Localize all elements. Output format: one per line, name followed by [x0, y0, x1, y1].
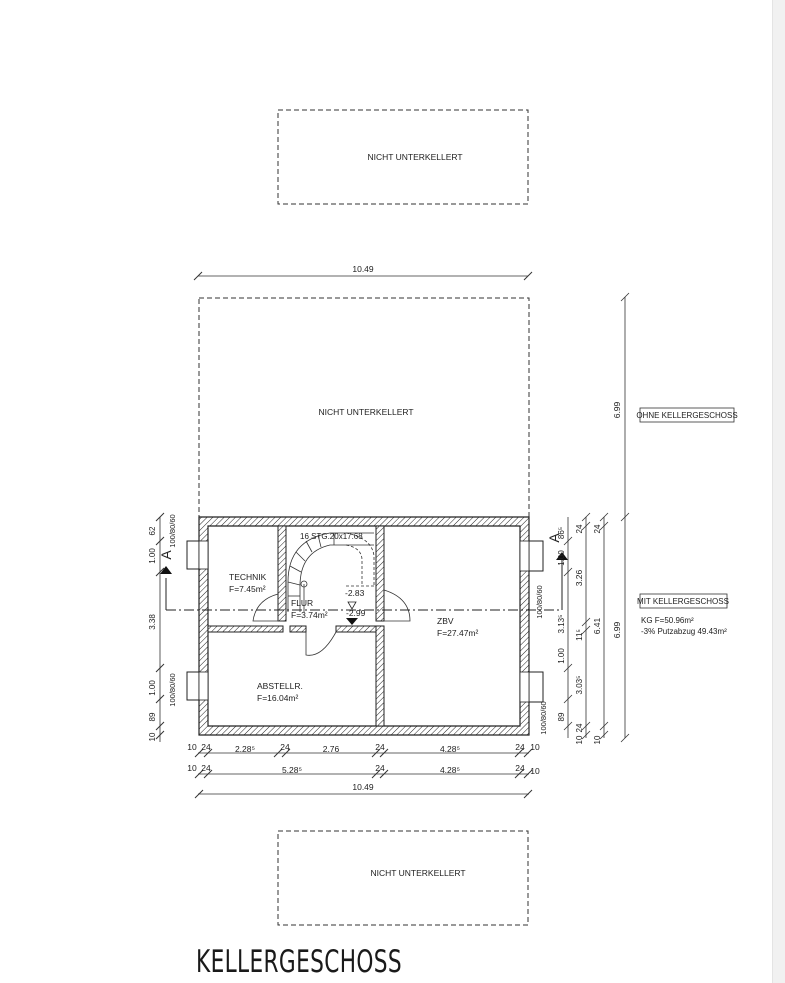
- dim-left-1: 1.00: [148, 548, 157, 564]
- dim-row2-3: 24: [375, 763, 385, 773]
- bottom-total-dimension: 10.49: [194, 782, 533, 799]
- right-dimension-chains: [563, 292, 630, 743]
- room-zbv-name: ZBV: [437, 616, 454, 626]
- dim-row1-2: 2.28⁵: [235, 744, 255, 754]
- not-basement-top-label: NICHT UNTERKELLERT: [367, 152, 462, 162]
- dim-right-window-5: 1.00: [557, 648, 566, 664]
- dim-right-total-upper: 6.99: [612, 401, 622, 418]
- room-zbv-area: F=27.47m²: [437, 628, 479, 638]
- dim-right-total-lower: 6.99: [612, 621, 622, 638]
- bottom-dimension-row-1: 10 24 2.28⁵ 24 2.76 24 4.28⁵ 24 10: [187, 742, 540, 758]
- dim-right-window-7: 89: [557, 712, 566, 721]
- dim-right-window-11: 10: [593, 735, 602, 744]
- doors: [252, 589, 411, 656]
- dim-right-window-8: 24: [575, 723, 584, 732]
- legend-ohne-label: OHNE KELLERGESCHOSS: [636, 411, 737, 420]
- dim-row2-6: 10: [530, 766, 540, 776]
- dim-row1-3: 24: [280, 742, 290, 752]
- room-flur-area: F=3.74m²: [291, 610, 328, 620]
- not-basement-bottom: NICHT UNTERKELLERT: [277, 830, 529, 926]
- legend-ohne-kellergeschoss: OHNE KELLERGESCHOSS: [636, 407, 738, 423]
- vertical-scrollbar[interactable]: [772, 0, 785, 983]
- dim-row1-7: 24: [515, 742, 525, 752]
- dim-right-window-3: 3.13⁵: [557, 615, 566, 634]
- level-marker-open-icon: [347, 601, 357, 610]
- dim-right-window-1: 1.00: [557, 550, 566, 566]
- legend-mit-label: MIT KELLERGESCHOSS: [637, 597, 729, 606]
- left-dimension-chain: 62 1.00 100/80/60 3.38 1.00 100/80/60 89…: [148, 512, 177, 742]
- dim-right-window-6: 3.03⁵: [575, 676, 584, 695]
- dim-right-inner-2: 24: [575, 524, 584, 533]
- dim-right-window-9: 10: [575, 735, 584, 744]
- dim-right-inner-0: 24: [593, 524, 602, 533]
- legend-mit-kellergeschoss: MIT KELLERGESCHOSS KG F=50.96m² -3% Putz…: [637, 593, 729, 636]
- room-technik-name: TECHNIK: [229, 572, 267, 582]
- dim-row2-5: 24: [515, 763, 525, 773]
- stair-level-1: -2.83: [345, 588, 365, 598]
- dim-row1-5: 24: [375, 742, 385, 752]
- dim-right-window-0: 86⁵: [557, 527, 566, 539]
- section-marker-right: A: [546, 533, 562, 543]
- bottom-dimension-row-2: 10 24 5.28⁵ 24 4.28⁵ 24 10: [187, 763, 540, 779]
- legend-putzabzug: -3% Putzabzug 49.43m²: [641, 627, 727, 636]
- dim-row2-2: 5.28⁵: [282, 765, 302, 775]
- dim-right-window-2: 100/80/60: [535, 585, 544, 618]
- dim-row2-0: 10: [187, 763, 197, 773]
- stair-label: 16 STG.20x17.68: [300, 532, 363, 541]
- dim-row1-1: 24: [201, 742, 211, 752]
- dim-left-3: 3.38: [148, 614, 157, 630]
- dim-row1-6: 4.28⁵: [440, 744, 460, 754]
- dim-left-5: 100/80/60: [168, 673, 177, 706]
- legend-kg-area: KG F=50.96m²: [641, 616, 694, 625]
- dim-left-2: 100/80/60: [168, 514, 177, 547]
- room-abstell-area: F=16.04m²: [257, 693, 299, 703]
- dim-right-mid: 6.41: [592, 617, 602, 634]
- dim-row1-8: 10: [530, 742, 540, 752]
- stair-level-2: -2.99: [346, 608, 366, 618]
- dim-left-7: 10: [148, 732, 157, 741]
- room-abstell-name: ABSTELLR.: [257, 681, 303, 691]
- not-basement-bottom-label: NICHT UNTERKELLERT: [370, 868, 465, 878]
- not-basement-main-label: NICHT UNTERKELLERT: [318, 407, 413, 417]
- dim-left-0: 62: [148, 526, 157, 535]
- dim-right-window-10: 100/80/60: [539, 701, 548, 734]
- level-marker-filled-icon: [346, 618, 358, 625]
- dim-right-inner-1: 3.26: [574, 569, 584, 586]
- dim-row2-1: 24: [201, 763, 211, 773]
- not-basement-main: NICHT UNTERKELLERT: [198, 297, 530, 520]
- dim-left-4: 1.00: [148, 680, 157, 696]
- top-dimension-label: 10.49: [352, 264, 374, 274]
- section-marker-left: A: [158, 550, 174, 560]
- section-line-a: A A: [158, 533, 568, 611]
- basement-walls: [198, 516, 530, 736]
- bottom-total-label: 10.49: [352, 782, 374, 792]
- drawing-title: KELLERGESCHOSS: [196, 944, 402, 980]
- top-dimension: 10.49: [193, 264, 533, 281]
- dim-row2-4: 4.28⁵: [440, 765, 460, 775]
- not-basement-top: NICHT UNTERKELLERT: [277, 109, 529, 205]
- room-technik-area: F=7.45m²: [229, 584, 266, 594]
- dim-left-6: 89: [148, 712, 157, 721]
- dim-row1-4: 2.76: [323, 744, 340, 754]
- stair: [287, 532, 375, 612]
- room-flur-name: FLUR: [291, 598, 313, 608]
- dim-row1-0: 10: [187, 742, 197, 752]
- light-wells: [186, 540, 544, 703]
- dim-right-window-4: 11⁵: [575, 629, 584, 641]
